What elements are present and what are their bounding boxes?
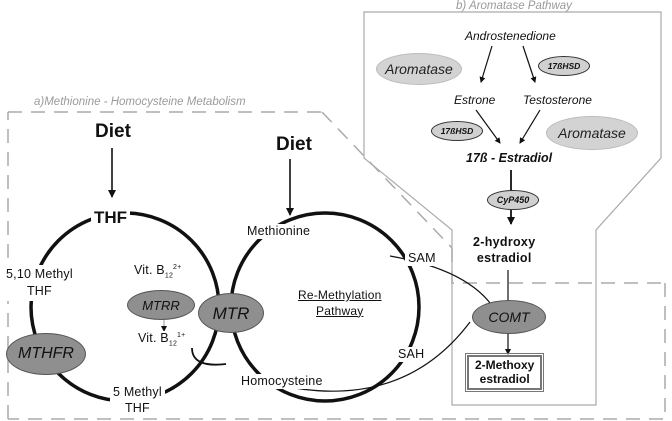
mtr-enzyme: MTR — [198, 293, 264, 333]
sah-label: SAH — [395, 347, 428, 362]
vitb12-bottom-label: Vit. B121+ — [135, 331, 189, 349]
remethylation-pathway-label: Re-Methylation Pathway — [298, 288, 382, 318]
arrow-androstenedione-testosterone — [522, 45, 537, 83]
section-a-frame — [7, 111, 666, 420]
diet-label-right: Diet — [276, 134, 312, 155]
vitb12-return-curve — [191, 347, 227, 366]
arrow-testosterone-estradiol — [519, 109, 541, 144]
homocysteine-label: Homocysteine — [238, 374, 326, 389]
arrow-androstenedione-estrone — [479, 45, 493, 83]
vitb12-top-label: Vit. B122+ — [131, 263, 185, 281]
section-b-title: b) Aromatase Pathway — [456, 0, 572, 12]
aromatase-enzyme-left: Aromatase — [376, 53, 462, 85]
testosterone-label: Testosterone — [523, 93, 592, 107]
mthfr-enzyme: MTHFR — [6, 333, 86, 375]
estrone-label: Estrone — [454, 93, 496, 107]
hsd-enzyme-top: 17ßHSD — [538, 56, 590, 76]
methyl-510-thf-label: 5,10 Methyl THF — [3, 265, 76, 301]
diet-label-left: Diet — [95, 121, 131, 142]
androstenedione-label: Androstenedione — [465, 29, 556, 43]
section-b-frame — [363, 11, 662, 406]
thf-label: THF — [91, 208, 131, 227]
section-a-title: a)Methionine - Homocysteine Metabolism — [34, 96, 246, 108]
mtrr-enzyme: MTRR — [127, 290, 195, 320]
sah-from-comt-curve — [269, 321, 471, 392]
arrow-estrone-estradiol — [475, 109, 501, 144]
hydroxy-estradiol-label: 2-hydroxy estradiol — [473, 235, 536, 266]
methoxy-estradiol-box: 2-Methoxy estradiol — [464, 353, 545, 392]
methyl-5-thf-label: 5 Methyl THF — [110, 383, 165, 418]
cyp450-enzyme: CyP450 — [487, 190, 539, 210]
aromatase-enzyme-right: Aromatase — [546, 116, 638, 150]
methionine-label: Methionine — [244, 224, 314, 239]
sam-label: SAM — [405, 251, 439, 266]
comt-enzyme: COMT — [472, 300, 546, 334]
estradiol-label: 17ß - Estradiol — [466, 151, 553, 165]
hsd-enzyme-bottom: 17ßHSD — [431, 121, 483, 141]
